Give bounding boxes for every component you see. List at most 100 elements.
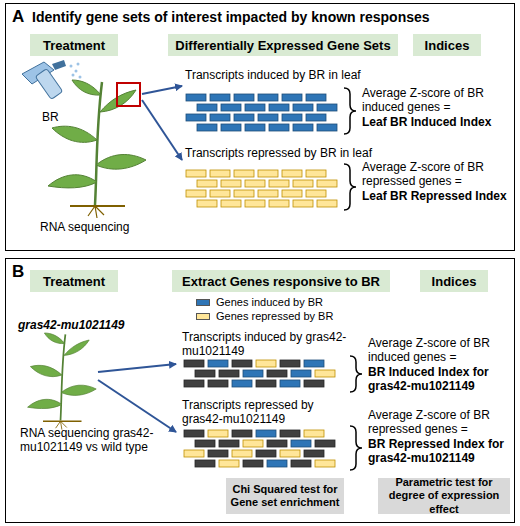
gene-bar: [234, 190, 254, 197]
gene-bar: [210, 114, 230, 121]
gene-bar: [293, 200, 313, 207]
column-header: Extract Genes responsive to BR: [172, 270, 390, 292]
gene-bar: [267, 440, 287, 447]
gene-bar: [304, 430, 324, 437]
legend-text: Genes repressed by BR: [216, 310, 333, 322]
legend: Genes induced by BRGenes repressed by BR: [196, 295, 333, 323]
gene-set-label: Transcripts repressed by gras42-mu102114…: [182, 398, 357, 427]
method-box: Chi Squared test for Gene set enrichment: [226, 478, 344, 514]
gene-bar: [219, 370, 239, 377]
gene-bar: [186, 170, 206, 177]
gene-bar: [184, 450, 204, 457]
gene-bar: [245, 124, 265, 131]
plant-illustration: [28, 333, 97, 430]
gene-bar: [304, 380, 324, 387]
plant-illustration: [48, 80, 146, 218]
gene-bar: [291, 440, 311, 447]
gene-bar: [280, 360, 300, 367]
gene-bar: [208, 380, 228, 387]
treatment-label: BR: [42, 110, 82, 124]
gene-bar: [258, 114, 278, 121]
gene-bar: [306, 114, 326, 121]
method-label: RNA sequencing gras42-mu1021149 vs wild …: [20, 426, 160, 455]
method-box: Parametric test for degree of expression…: [378, 478, 510, 514]
gene-bar: [317, 124, 337, 131]
gene-bar: [304, 450, 324, 457]
index-name: BR Repressed Index for gras42-mu1021149: [368, 437, 513, 466]
curly-brace: [344, 88, 356, 134]
gene-bar: [184, 430, 204, 437]
box-text: Treatment: [43, 38, 105, 53]
gene-bar: [256, 360, 276, 367]
gene-bar: [210, 94, 230, 101]
gene-bar: [208, 450, 228, 457]
gene-bar: [267, 370, 287, 377]
box-text: Parametric test for degree of expression…: [378, 476, 510, 516]
panel-title: Identify gene sets of interest impacted …: [32, 9, 430, 25]
index-name: BR Induced Index for gras42-mu1021149: [368, 365, 513, 394]
mist-dot: [70, 65, 73, 68]
gene-bar: [221, 104, 241, 111]
gene-bar: [293, 124, 313, 131]
label-group: Transcripts induced by BR in leaf: [185, 68, 385, 82]
box-text: Indices: [425, 38, 470, 53]
label-group: RNA sequencing gras42-mu1021149 vs wild …: [20, 426, 160, 455]
bottle-nozzle: [52, 60, 66, 70]
gene-bar: [186, 114, 206, 121]
box-text: Differentially Expressed Gene Sets: [175, 38, 390, 53]
gene-bar: [234, 170, 254, 177]
gene-bar: [195, 440, 215, 447]
gene-bar: [315, 440, 335, 447]
curly-brace: [350, 356, 362, 392]
gene-bar: [280, 380, 300, 387]
gene-bar: [195, 460, 215, 467]
gene-bar: [282, 94, 302, 101]
gene-bar: [197, 104, 217, 111]
gene-bar: [269, 180, 289, 187]
gene-bar: [258, 170, 278, 177]
column-header: Differentially Expressed Gene Sets: [168, 34, 398, 56]
gene-bar: [210, 170, 230, 177]
gene-bar: [267, 460, 287, 467]
legend-row: Genes induced by BR: [196, 295, 333, 309]
label-group: Average Z-score of BR induced genes =BR …: [368, 336, 513, 394]
gene-bar: [280, 430, 300, 437]
gene-bar: [269, 200, 289, 207]
gene-bar: [315, 370, 335, 377]
gene-bar: [258, 190, 278, 197]
index-formula: Average Z-score of BR induced genes =: [368, 336, 513, 365]
gene-bar: [315, 460, 335, 467]
index-name: Leaf BR Repressed Index: [362, 189, 512, 203]
gene-bar: [184, 360, 204, 367]
gene-set-label: Transcripts repressed by BR in leaf: [185, 146, 385, 160]
gene-bar: [256, 430, 276, 437]
flow-arrow: [142, 100, 182, 160]
gene-bar: [269, 104, 289, 111]
gene-bar: [306, 94, 326, 101]
gene-bar: [245, 200, 265, 207]
gene-bar: [282, 170, 302, 177]
panel-letter: B: [12, 262, 24, 282]
label-group: Average Z-score of BR repressed genes =B…: [368, 408, 513, 466]
gene-bar: [184, 380, 204, 387]
gene-bar: [232, 450, 252, 457]
gene-bar: [232, 430, 252, 437]
gene-bar: [219, 460, 239, 467]
box-text: Extract Genes responsive to BR: [182, 274, 380, 289]
label-group: Transcripts induced by gras42-mu1021149: [182, 330, 357, 359]
flow-arrow: [98, 380, 176, 432]
box-text: Treatment: [43, 274, 105, 289]
index-formula: Average Z-score of BR repressed genes =: [362, 160, 512, 189]
gene-bar: [186, 190, 206, 197]
gene-bar: [197, 180, 217, 187]
gene-set-label: Transcripts induced by gras42-mu1021149: [182, 330, 357, 359]
gene-bar: [234, 94, 254, 101]
mist-dot: [79, 76, 82, 79]
gene-bar: [256, 380, 276, 387]
label-group: Transcripts repressed by gras42-mu102114…: [182, 398, 357, 427]
gene-bar: [282, 114, 302, 121]
gene-bar: [208, 430, 228, 437]
panel-letter: A: [12, 7, 24, 27]
gene-bar: [282, 190, 302, 197]
